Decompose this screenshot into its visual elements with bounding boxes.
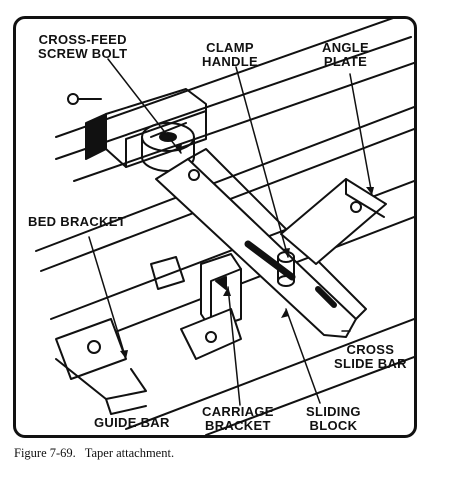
label-carriage-bracket: CARRIAGE BRACKET [202,405,274,433]
label-line: CARRIAGE [202,404,274,419]
label-bed-bracket: BED BRACKET [28,215,126,229]
label-line: SLIDE BAR [334,356,407,371]
label-line: SLIDING [306,404,361,419]
label-guide-bar: GUIDE BAR [94,416,170,430]
label-line: GUIDE BAR [94,415,170,430]
label-line: PLATE [323,54,368,69]
guide-bar [55,358,147,415]
angle-plate [280,178,387,265]
knob [67,93,102,105]
lower-block [180,308,242,360]
figure-title: Taper attachment. [84,446,175,460]
label-sliding-block: SLIDING BLOCK [306,405,361,433]
label-angle-plate: ANGLE PLATE [322,41,369,69]
clamp-handle [244,240,337,308]
label-line: BLOCK [309,418,358,433]
label-cross-feed-screw-bolt: CROSS-FEED SCREW BOLT [38,33,127,61]
label-line: CLAMP [206,40,254,55]
taper-attachment-illustration [35,19,414,435]
leader-lines [88,58,373,406]
label-cross-slide-bar: CROSS SLIDE BAR [334,343,407,371]
rear-block [85,88,207,168]
label-line: HANDLE [202,54,258,69]
label-line: ANGLE [322,40,369,55]
label-line: SCREW BOLT [38,46,128,61]
label-line: CROSS [346,342,395,357]
label-line: CROSS-FEED [38,32,127,47]
figure-caption: Figure 7-69. Taper attachment. [14,446,180,461]
bed-bracket [55,318,127,380]
label-line: BRACKET [205,418,271,433]
figure-number: Figure 7-69. [14,446,76,460]
mid-block [150,256,185,290]
label-clamp-handle: CLAMP HANDLE [202,41,258,69]
arrowheads [120,143,374,359]
label-line: BED BRACKET [28,214,126,229]
figure-frame: CROSS-FEED SCREW BOLT CLAMP HANDLE ANGLE… [13,16,417,438]
